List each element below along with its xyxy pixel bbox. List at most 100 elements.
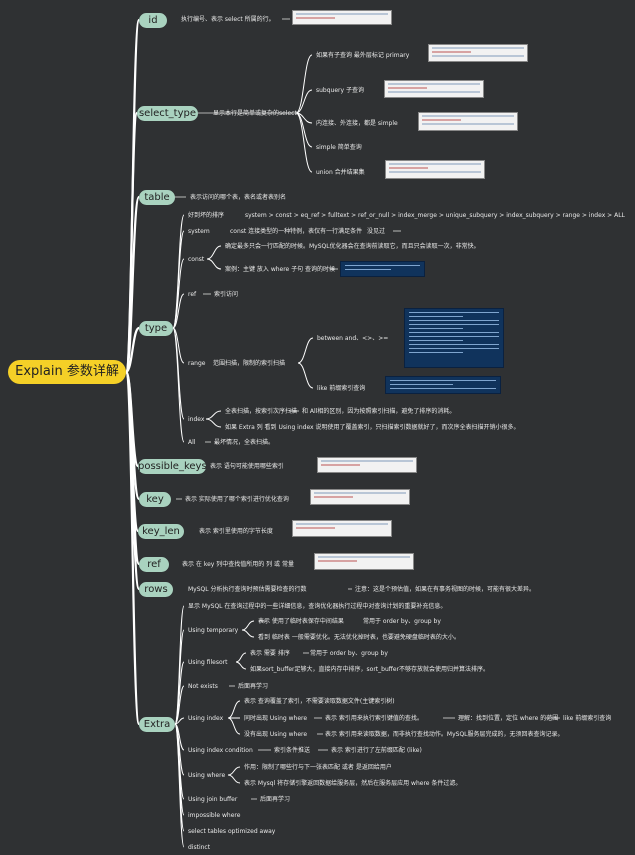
node-possible-keys[interactable]: possible_keys (138, 459, 207, 474)
ut-a: 表示 使用了临时表保存中间结果 (258, 618, 344, 625)
select-type-link-0 (295, 54, 313, 114)
uw-link-0 (227, 766, 241, 776)
uic-a: 索引条件推送 (274, 747, 311, 754)
index-link-0 (205, 410, 222, 420)
system-note: 没见过 (367, 228, 386, 235)
extra-link-1 (174, 629, 185, 725)
node-ref[interactable]: ref (139, 557, 169, 572)
ui-b2: 理解：找到位置，定位 where 的范围 (458, 715, 559, 722)
root-link-3 (124, 326, 141, 374)
uw-a: 作用：限制了哪些行与下一张表匹配 或者 是返回给用户 (244, 764, 392, 771)
type-all: All (188, 439, 196, 446)
index-desc1: 全表扫描，按索引次序扫描 (225, 408, 298, 415)
rows-note: 注意：这是个预估值，如果在有事务视图的时候，可能有很大差异。 (355, 586, 536, 593)
type-system: system (188, 228, 210, 235)
const-link-0 (206, 245, 222, 260)
using-filesort: Using filesort (188, 659, 228, 666)
rows-desc: MySQL 分析执行查询时预估需要检查的行数 (188, 586, 307, 593)
uic-b: 表示 索引进行了左前缀匹配 (like) (331, 747, 422, 754)
st-simple-screenshot (418, 112, 518, 131)
ref-node-desc: 表示 在 key 列中查找值所用的 列 或 常量 (182, 561, 294, 568)
type-ref: ref (188, 291, 197, 298)
ref-screenshot (314, 553, 414, 570)
node-rows[interactable]: rows (139, 582, 173, 597)
possible-keys-screenshot (317, 457, 417, 473)
index-desc1b: 和 All相的区别，因为按照索引扫描，避免了排序的消耗。 (302, 408, 456, 415)
ne-note: 后面再学习 (238, 683, 269, 690)
st-subquery: subquery 子查询 (316, 87, 364, 94)
key-len-screenshot (292, 520, 392, 537)
type-const: const (188, 256, 205, 263)
st-subquery-screenshot (384, 80, 484, 98)
type-link-6 (172, 327, 185, 443)
select-type-desc: 显示本行是简单或复杂的select (213, 110, 297, 117)
node-id[interactable]: id (139, 13, 167, 28)
node-key-len[interactable]: key_len (138, 524, 184, 539)
ut-a2: 常用于 order by、group by (363, 618, 441, 625)
extra-desc: 显示 MySQL 在查询过程中的一些详细信息，查询优化器执行过程中对查询计划的重… (188, 603, 447, 610)
using-index-condition: Using index condition (188, 747, 253, 754)
uf-b: 如果sort_buffer足够大，直接内存中排序，sort_buffer不够存放… (250, 666, 490, 673)
node-extra[interactable]: Extra (139, 717, 175, 732)
using-where: Using where (188, 772, 226, 779)
range-between: between and、<>、>= (317, 335, 389, 342)
ui-a: 表示 查询覆盖了索引，不需要读取数据文件(主键索引树) (244, 698, 395, 705)
extra-link-3 (174, 685, 185, 725)
type-link-3 (172, 293, 185, 329)
ui-c1: 表示 索引用来读取数据，而非执行查找动作。MySQL服务层完成的，无须回表查询记… (325, 731, 564, 738)
ut-link-0 (241, 620, 255, 631)
using-join-buffer: Using join buffer (188, 796, 238, 803)
ui-b1: 表示 索引用来执行索引键值的查找。 (325, 715, 423, 722)
not-exists: Not exists (188, 683, 218, 690)
key-desc: 表示 实际使用了哪个索引进行优化查询 (185, 496, 289, 503)
node-type[interactable]: type (139, 321, 173, 336)
index-link-1 (205, 418, 222, 428)
select-type-link-4 (295, 112, 313, 173)
using-temporary: Using temporary (188, 627, 239, 634)
root-link-9 (124, 370, 141, 726)
id-screenshot (292, 10, 392, 25)
range-like-code-screenshot (385, 376, 501, 394)
ui-c: 没有出现 Using where (244, 731, 308, 738)
ui-b3: like 前缀索引查询 (563, 715, 612, 722)
range-link-1 (297, 362, 314, 389)
uf-link-0 (235, 652, 247, 663)
st-primary: 如果有子查询 最外层标记 primary (316, 52, 410, 59)
ut-b: 看到 临时表 一般需要优化。无法优化掉时表，也要避免硬盘临时表的大小。 (258, 634, 460, 641)
distinct: distinct (188, 844, 211, 851)
range-like: like 前缀索引查询 (317, 385, 366, 392)
uf-a2: 常用于 order by、group by (310, 650, 388, 657)
ref-desc: 索引访问 (214, 291, 239, 298)
node-select-type[interactable]: select_type (137, 106, 198, 121)
const-desc: 确定最多只会一行匹配的时候。MySQL优化器会在查询前读取它，而且只会读取一次，… (225, 243, 480, 250)
extra-link-4 (174, 717, 185, 725)
root-link-2 (124, 195, 141, 374)
uf-link-1 (235, 661, 247, 670)
range-link-0 (297, 337, 314, 364)
const-case: 案例：主键 放入 where 子句 查询的时候 (225, 266, 336, 273)
type-range: range (188, 360, 206, 367)
possible-keys-desc: 表示 语句可能使用哪些索引 (210, 463, 284, 470)
range-desc: 范围扫描，限制的索引扫描 (213, 360, 286, 367)
all-desc: 最坏情况，全表扫描。 (214, 439, 275, 446)
node-table[interactable]: table (139, 190, 175, 205)
using-index: Using index (188, 715, 224, 722)
key-len-desc: 表示 索引里使用的字节长度 (199, 528, 273, 535)
index-desc2: 如果 Extra 列 看到 Using index 说明使用了覆盖索引，只扫描索… (225, 424, 520, 431)
type-link-5 (172, 327, 185, 420)
st-union: union 合并结果集 (316, 169, 365, 176)
ut-link-1 (241, 629, 255, 638)
root-node[interactable]: Explain 参数详解 (8, 360, 126, 384)
ui-b: 同时出现 Using where (244, 715, 308, 722)
table-desc: 表示访问的哪个表，表名或者表别名 (190, 194, 287, 201)
st-simple-query: simple 简单查询 (316, 144, 362, 151)
id-desc: 执行编号、表示 select 所属的行。 (181, 16, 275, 23)
node-key[interactable]: key (139, 492, 171, 507)
impossible-where: impossible where (188, 812, 241, 819)
const-link-1 (206, 258, 222, 270)
st-simple: 内连接、外连接，都是 simple (316, 120, 398, 127)
range-between-code-screenshot (404, 308, 504, 368)
type-order: system > const > eq_ref > fulltext > ref… (245, 212, 625, 219)
